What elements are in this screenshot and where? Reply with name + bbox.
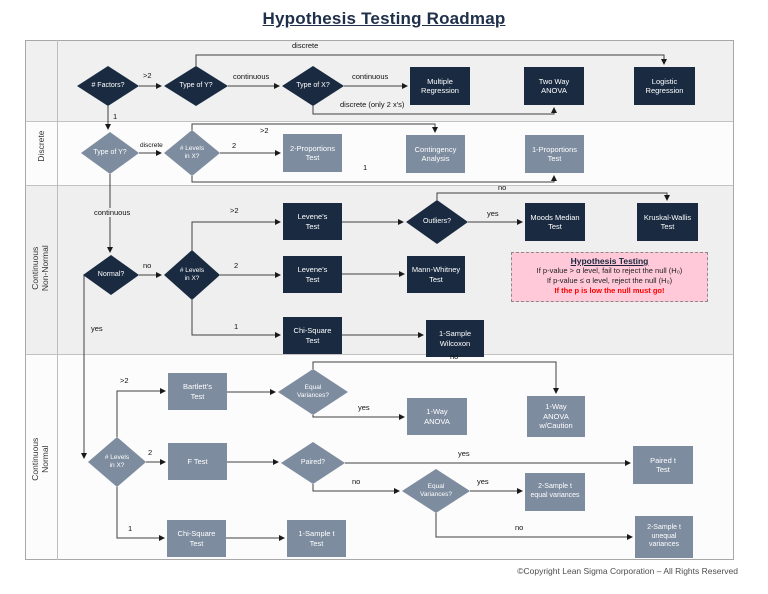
node-1-sample-wilcoxon: 1-Sample Wilcoxon — [426, 320, 484, 357]
node-chi-square-test-1: Chi-Square Test — [283, 317, 342, 354]
node-label: Paired t Test — [650, 455, 676, 474]
edge-label-2-row4: 2 — [148, 448, 153, 457]
note-line-2: If p-value ≤ α level, reject the null (H… — [546, 275, 673, 285]
lane-label-discrete: Discrete — [35, 130, 46, 162]
note-line-3: If the p is low the null must go! — [554, 285, 665, 295]
node-contingency-analysis: Contingency Analysis — [406, 135, 465, 173]
edge-label-no-ev2: no — [515, 523, 524, 532]
edge-label-no-outliers: no — [498, 183, 507, 192]
node-label: Two Way ANOVA — [538, 76, 570, 95]
copyright-text: ©Copyright Lean Sigma Corporation – All … — [517, 566, 738, 576]
edge-label-yes-ev2: yes — [477, 477, 489, 486]
edge-label-no-ev1: no — [450, 352, 459, 361]
edge-label-yes-paired: yes — [458, 449, 470, 458]
node-label: # Factors? — [91, 81, 125, 89]
node-label: Normal? — [97, 270, 125, 278]
node-paired-t-test: Paired t Test — [633, 446, 693, 484]
node-label: 1-Way ANOVA — [424, 407, 450, 426]
lane-top — [25, 40, 734, 122]
node-label: 2-Sample t equal variances — [530, 483, 580, 499]
node-label: Moods Median Test — [530, 212, 580, 231]
note-title: Hypothesis Testing — [570, 256, 649, 266]
node-two-way-anova: Two Way ANOVA — [524, 67, 584, 105]
node-1-proportions-test: 1-Proportions Test — [525, 135, 584, 173]
node-label: # Levels in X? — [179, 144, 205, 160]
node-label: 2-Sample t unequal variances — [647, 523, 681, 549]
node-label: Equal Variances? — [419, 482, 453, 498]
node-label: # Levels in X? — [104, 453, 130, 469]
edge-label-discrete-only-2xs: discrete (only 2 x's) — [340, 100, 405, 109]
edge-label-1-row4: 1 — [128, 524, 133, 533]
node-levenes-test-2: Levene's Test — [283, 256, 342, 293]
node-2-proportions-test: 2-Proportions Test — [283, 134, 342, 172]
edge-label-yes-normal: yes — [89, 324, 105, 333]
node-logistic-regression: Logistic Regression — [634, 67, 695, 105]
node-label: Logistic Regression — [645, 76, 684, 95]
node-label: Type of Y? — [179, 81, 213, 89]
node-label: Bartlett's Test — [183, 382, 212, 401]
node-bartletts-test: Bartlett's Test — [168, 373, 227, 410]
edge-label-no-paired: no — [352, 477, 361, 486]
node-f-test: F Test — [168, 443, 227, 480]
edge-label-1-row2: 1 — [363, 163, 368, 172]
node-multiple-regression: Multiple Regression — [410, 67, 470, 105]
node-label: Equal Variances? — [296, 383, 330, 399]
node-label: Chi-Square Test — [293, 326, 332, 345]
node-levenes-test-1: Levene's Test — [283, 203, 342, 240]
node-label: 1-Sample Wilcoxon — [438, 329, 472, 348]
edge-label-continuous-2: continuous — [352, 72, 389, 81]
edge-label-2-row3: 2 — [234, 261, 239, 270]
edge-label-yes-outliers: yes — [487, 209, 499, 218]
node-label: 1-Way ANOVA w/Caution — [539, 402, 573, 431]
edge-label-1-row3: 1 — [234, 322, 239, 331]
node-label: # Levels in X? — [179, 266, 205, 282]
lane-label-continuous-normal: Continuous Normal — [29, 437, 50, 481]
node-label: Type of X? — [296, 81, 330, 89]
node-label: Outliers? — [422, 217, 451, 225]
lane-label-divider — [57, 40, 58, 560]
node-label: Chi-Square Test — [177, 529, 216, 548]
node-moods-median-test: Moods Median Test — [525, 203, 585, 241]
node-label: Contingency Analysis — [414, 144, 457, 163]
node-label: Mann-Whitney Test — [411, 265, 461, 284]
node-label: F Test — [187, 456, 208, 466]
hypothesis-testing-note: Hypothesis Testing If p-value > α level,… — [511, 252, 708, 302]
edge-label-gt2-row4: >2 — [120, 376, 129, 385]
node-label: Levene's Test — [297, 265, 328, 284]
note-line-1: If p-value > α level, fail to reject the… — [536, 266, 683, 275]
node-label: Kruskal-Wallis Test — [643, 212, 692, 231]
node-label: 2-Proportions Test — [289, 143, 336, 162]
edge-label-gt2-top: >2 — [143, 71, 152, 80]
edge-label-1-top: 1 — [113, 112, 118, 121]
node-1-way-anova: 1-Way ANOVA — [407, 398, 467, 435]
edge-label-no-normal: no — [143, 261, 152, 270]
page-title: Hypothesis Testing Roadmap — [262, 9, 506, 28]
edge-label-continuous-1: continuous — [233, 72, 270, 81]
edge-label-gt2-row2: >2 — [260, 126, 269, 135]
edge-label-2-row2: 2 — [232, 141, 237, 150]
node-mann-whitney-test: Mann-Whitney Test — [407, 256, 465, 293]
node-2-sample-t-unequal-variances: 2-Sample t unequal variances — [635, 516, 693, 558]
node-kruskal-wallis-test: Kruskal-Wallis Test — [637, 203, 698, 241]
node-2-sample-t-equal-variances: 2-Sample t equal variances — [525, 473, 585, 511]
edge-label-yes-ev1: yes — [358, 403, 370, 412]
node-label: Multiple Regression — [421, 76, 459, 95]
node-label: Paired? — [300, 458, 326, 466]
node-1-sample-t-test: 1-Sample t Test — [287, 520, 346, 557]
edge-label-discrete-2: discrete — [140, 142, 163, 149]
node-label: 1-Proportions Test — [531, 144, 578, 163]
node-label: 1-Sample t Test — [298, 529, 335, 548]
lane-discrete — [25, 122, 734, 186]
edge-label-discrete-top: discrete — [292, 41, 319, 50]
node-1-way-anova-caution: 1-Way ANOVA w/Caution — [527, 396, 585, 437]
node-label: Type of Y? — [93, 148, 127, 156]
edge-label-gt2-row3: >2 — [230, 206, 239, 215]
edge-label-continuous-3: continuous — [92, 208, 133, 217]
node-label: Levene's Test — [297, 212, 328, 231]
node-chi-square-test-2: Chi-Square Test — [167, 520, 226, 557]
lane-label-continuous-non-normal: Continuous Non-Normal — [29, 245, 50, 292]
